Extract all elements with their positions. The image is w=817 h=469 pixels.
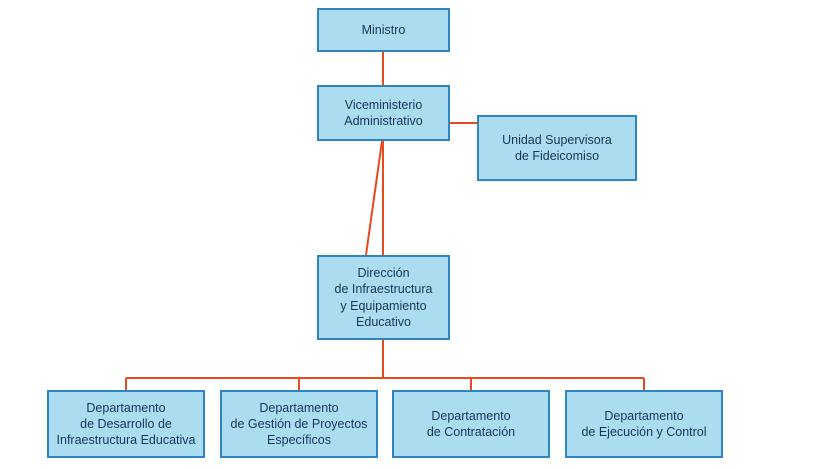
node-departamento-desarrollo-infraestructura: Departamento de Desarrollo de Infraestru… — [47, 390, 205, 458]
node-dep-ejecucion-label: Departamento de Ejecución y Control — [581, 408, 707, 439]
node-dep-contratacion-label: Departamento de Contratación — [426, 408, 516, 439]
node-direccion-infraestructura: Dirección de Infraestructura y Equipamie… — [317, 255, 450, 340]
node-viceministerio-label: Viceministerio Administrativo — [344, 97, 423, 128]
node-unidad-supervisora-fideicomiso: Unidad Supervisora de Fideicomiso — [477, 115, 637, 181]
node-viceministerio-administrativo: Viceministerio Administrativo — [317, 85, 450, 141]
node-departamento-contratacion: Departamento de Contratación — [392, 390, 550, 458]
node-ministro: Ministro — [317, 8, 450, 52]
node-departamento-gestion-proyectos: Departamento de Gestión de Proyectos Esp… — [220, 390, 378, 458]
node-unidad-label: Unidad Supervisora de Fideicomiso — [502, 132, 612, 163]
node-direccion-label: Dirección de Infraestructura y Equipamie… — [334, 266, 433, 329]
node-ministro-label: Ministro — [361, 22, 406, 37]
node-dep-gestion-label: Departamento de Gestión de Proyectos Esp… — [230, 400, 368, 448]
node-dep-desarrollo-label: Departamento de Desarrollo de Infraestru… — [56, 400, 196, 448]
node-departamento-ejecucion-control: Departamento de Ejecución y Control — [565, 390, 723, 458]
